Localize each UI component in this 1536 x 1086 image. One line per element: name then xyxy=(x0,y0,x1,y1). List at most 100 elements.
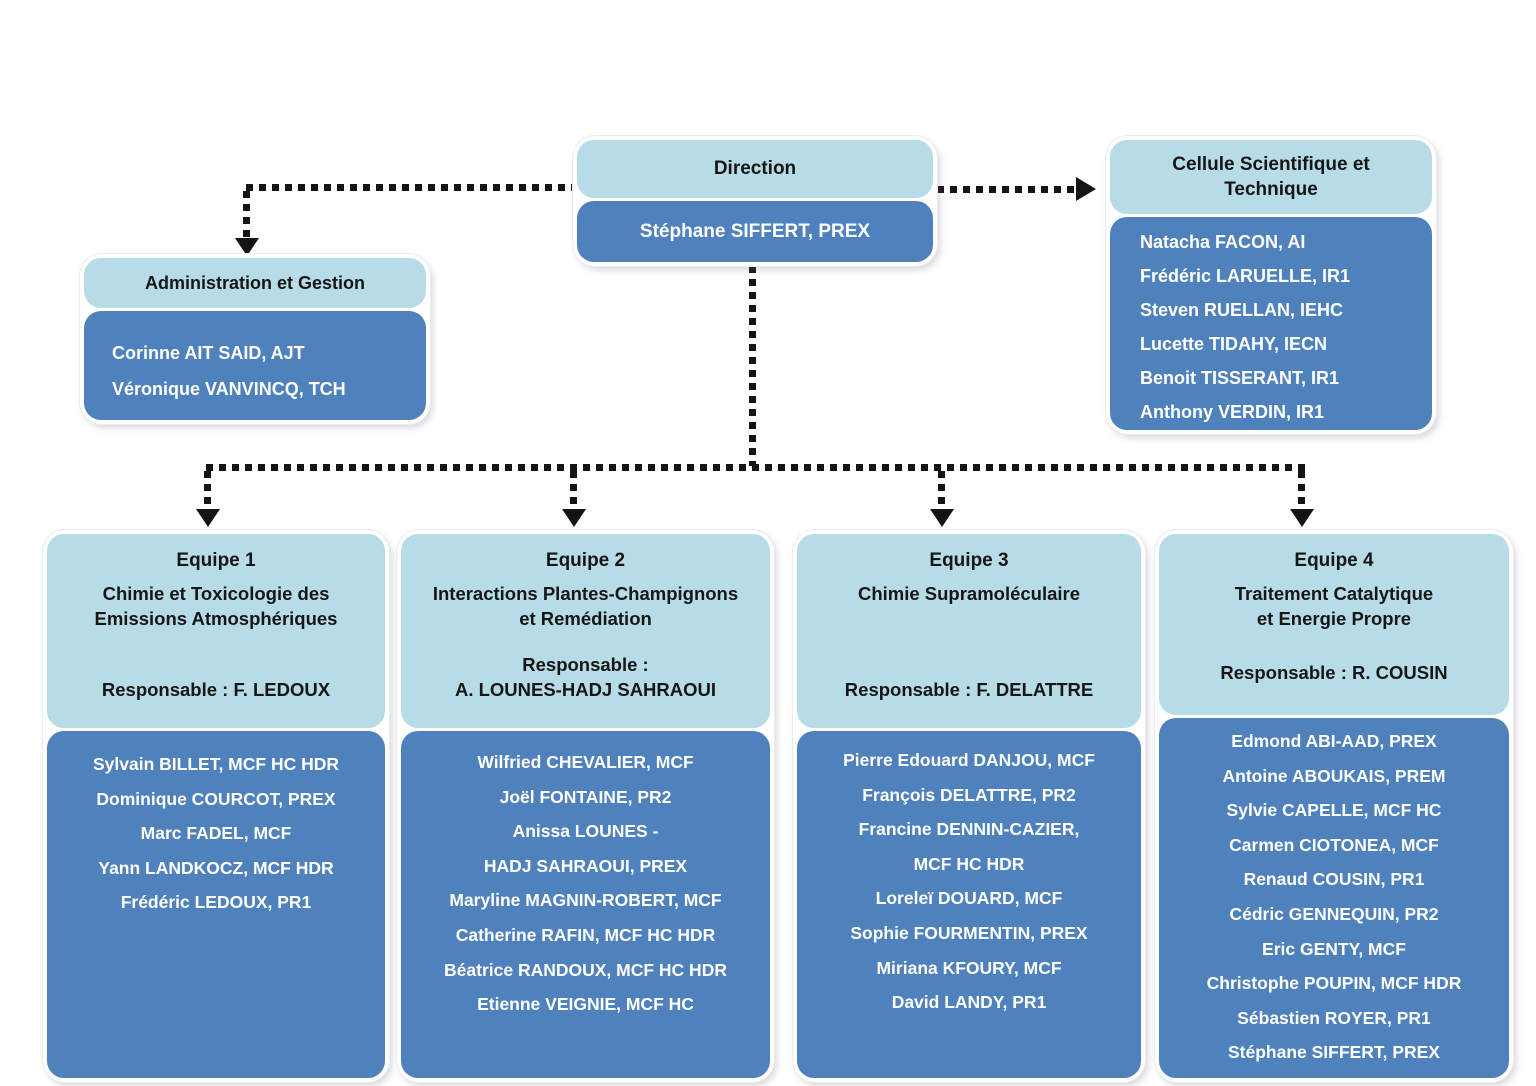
team-theme-line: Emissions Atmosphériques xyxy=(94,608,338,629)
cellule-member: Lucette TIDAHY, IECN xyxy=(1140,334,1328,354)
team-4-header: Equipe 4 Traitement Catalytique et Energi… xyxy=(1159,534,1509,715)
direction-box: Direction Stéphane SIFFERT, PREX xyxy=(573,136,937,266)
connector-stub-equipe-2 xyxy=(570,471,577,511)
team-1-title: Equipe 1 xyxy=(176,550,256,571)
direction-title: Direction xyxy=(577,140,933,198)
team-responsable-line: Responsable : F. DELATTRE xyxy=(844,679,1094,700)
team-3-member-list: Pierre Edouard DANJOU, MCF François DELAT… xyxy=(797,731,1141,1078)
team-member: Stéphane SIFFERT, PREX xyxy=(1228,1042,1440,1063)
team-member: Wilfried CHEVALIER, MCF xyxy=(477,752,694,772)
team-theme-line: Interactions Plantes-Champignons xyxy=(432,583,739,604)
team-2-header: Equipe 2 Interactions Plantes-Champignon… xyxy=(401,534,770,728)
admin-box: Administration et Gestion Corinne AIT SA… xyxy=(80,254,430,424)
cellule-member: Benoit TISSERANT, IR1 xyxy=(1140,368,1340,388)
team-3-title: Equipe 3 xyxy=(929,550,1009,571)
arrow-down-icon xyxy=(196,509,220,527)
team-member: David LANDY, PR1 xyxy=(891,992,1047,1013)
admin-member: Véronique VANVINCQ, TCH xyxy=(112,379,346,399)
connector-teams-bus xyxy=(206,464,1306,471)
arrow-down-icon xyxy=(930,509,954,527)
cellule-box: Cellule Scientifique et Technique Natacha… xyxy=(1106,136,1436,434)
team-member: Sylvie CAPELLE, MCF HC xyxy=(1226,800,1442,821)
team-box-equipe-4: Equipe 4 Traitement Catalytique et Energi… xyxy=(1155,530,1513,1082)
team-member: Joël FONTAINE, PR2 xyxy=(499,786,672,807)
admin-member-list: Corinne AIT SAID, AJT Véronique VANVINCQ,… xyxy=(84,311,426,420)
team-theme-line: et Remédiation xyxy=(519,608,652,629)
team-theme-line: Chimie et Toxicologie des xyxy=(102,583,330,604)
cellule-title-line: Cellule Scientifique et xyxy=(1172,154,1370,175)
team-theme-line: et Energie Propre xyxy=(1256,608,1412,629)
arrow-down-icon xyxy=(1290,509,1314,527)
team-theme-line: Chimie Supramoléculaire xyxy=(857,583,1081,604)
cellule-title: Cellule Scientifique et Technique xyxy=(1110,140,1432,214)
team-member: Sylvain BILLET, MCF HC HDR xyxy=(93,754,339,774)
team-box-equipe-3: Equipe 3 Chimie Supramoléculaire Respons… xyxy=(793,530,1145,1082)
team-member: Cédric GENNEQUIN, PR2 xyxy=(1229,903,1439,924)
team-member: HADJ SAHRAOUI, PREX xyxy=(483,855,688,876)
cellule-title-line: Technique xyxy=(1224,179,1318,200)
connector-stub-equipe-3 xyxy=(938,471,945,511)
team-2-member-list: Wilfried CHEVALIER, MCF Joël FONTAINE, PR… xyxy=(401,731,770,1078)
arrow-down-icon xyxy=(562,509,586,527)
team-member: Sophie FOURMENTIN, PREX xyxy=(850,922,1088,943)
team-2-responsable: Responsable : A. LOUNES-HADJ SAHRAOUI xyxy=(455,652,716,702)
team-4-theme: Traitement Catalytique et Energie Propre xyxy=(1235,581,1433,631)
connector-stub-equipe-1 xyxy=(204,471,211,511)
team-member: Catherine RAFIN, MCF HC HDR xyxy=(455,924,716,945)
team-member: Loreleï DOUARD, MCF xyxy=(875,888,1063,909)
team-member: Miriana KFOURY, MCF xyxy=(876,957,1062,978)
cellule-member: Frédéric LARUELLE, IR1 xyxy=(1140,266,1351,286)
team-responsable-line: A. LOUNES-HADJ SAHRAOUI xyxy=(454,679,717,700)
team-member: Béatrice RANDOUX, MCF HC HDR xyxy=(444,959,727,980)
team-member: Etienne VEIGNIE, MCF HC xyxy=(477,994,694,1015)
team-member: Edmond ABI-AAD, PREX xyxy=(1231,731,1437,751)
team-member: Francine DENNIN-CAZIER, xyxy=(858,819,1080,840)
connector-stub-equipe-4 xyxy=(1298,471,1305,511)
connector-direction-to-admin-drop xyxy=(243,191,250,241)
team-box-equipe-2: Equipe 2 Interactions Plantes-Champignon… xyxy=(397,530,774,1082)
team-3-responsable: Responsable : F. DELATTRE xyxy=(845,677,1093,702)
team-member: Dominique COURCOT, PREX xyxy=(96,788,336,809)
connector-direction-to-admin xyxy=(246,184,576,191)
team-member: Anissa LOUNES - xyxy=(512,821,659,842)
team-1-responsable: Responsable : F. LEDOUX xyxy=(102,677,330,702)
team-member: Renaud COUSIN, PR1 xyxy=(1243,869,1425,890)
team-member: Carmen CIOTONEA, MCF xyxy=(1229,834,1439,855)
team-1-member-list: Sylvain BILLET, MCF HC HDR Dominique COUR… xyxy=(47,731,385,1078)
cellule-member: Natacha FACON, AI xyxy=(1140,232,1306,252)
team-member: Maryline MAGNIN-ROBERT, MCF xyxy=(449,890,722,911)
cellule-member: Steven RUELLAN, IEHC xyxy=(1140,300,1344,320)
team-2-title: Equipe 2 xyxy=(545,550,626,571)
admin-title: Administration et Gestion xyxy=(84,258,426,308)
team-4-member-list: Edmond ABI-AAD, PREX Antoine ABOUKAIS, PR… xyxy=(1159,718,1509,1078)
team-member: Yann LANDKOCZ, MCF HDR xyxy=(98,857,334,878)
team-member: Antoine ABOUKAIS, PREM xyxy=(1222,765,1446,786)
team-member: MCF HC HDR xyxy=(913,853,1025,874)
connector-direction-to-cellule xyxy=(937,186,1077,193)
connector-direction-to-teams-drop xyxy=(749,266,756,466)
team-4-title: Equipe 4 xyxy=(1294,550,1374,571)
team-member: Marc FADEL, MCF xyxy=(140,823,292,844)
team-member: Pierre Edouard DANJOU, MCF xyxy=(843,750,1095,770)
team-2-theme: Interactions Plantes-Champignons et Reméd… xyxy=(433,581,738,631)
team-responsable-line: Responsable : xyxy=(522,654,649,675)
team-member: Christophe POUPIN, MCF HDR xyxy=(1206,973,1462,994)
team-member: François DELATTRE, PR2 xyxy=(862,784,1076,805)
cellule-member: Anthony VERDIN, IR1 xyxy=(1140,402,1325,422)
team-member: Frédéric LEDOUX, PR1 xyxy=(120,892,312,913)
team-responsable-line: Responsable : R. COUSIN xyxy=(1220,662,1448,683)
arrow-down-icon xyxy=(235,238,259,256)
team-4-responsable: Responsable : R. COUSIN xyxy=(1220,660,1447,685)
team-3-header: Equipe 3 Chimie Supramoléculaire Respons… xyxy=(797,534,1141,728)
team-3-theme: Chimie Supramoléculaire xyxy=(858,581,1080,606)
team-theme-line: Traitement Catalytique xyxy=(1234,583,1434,604)
team-member: Sébastien ROYER, PR1 xyxy=(1237,1007,1431,1028)
direction-member: Stéphane SIFFERT, PREX xyxy=(577,201,933,262)
admin-member: Corinne AIT SAID, AJT xyxy=(112,343,305,363)
arrow-right-icon xyxy=(1076,177,1096,201)
